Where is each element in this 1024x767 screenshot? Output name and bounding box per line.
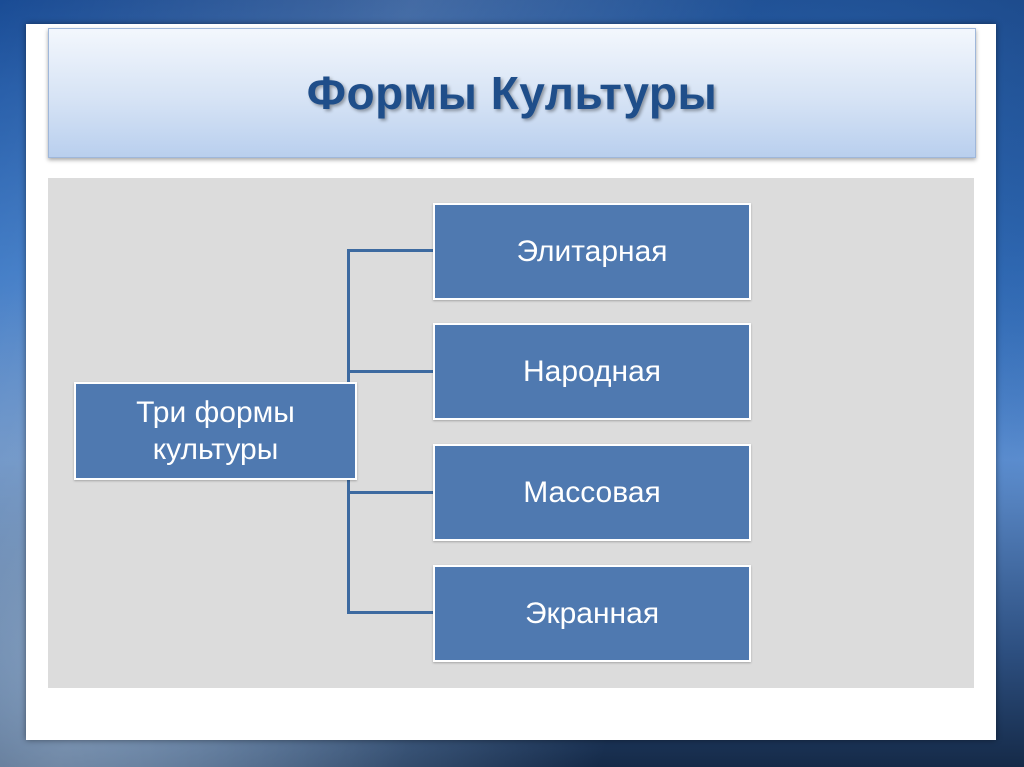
child-node-screen: Экранная bbox=[433, 565, 751, 662]
root-node: Три формы культуры bbox=[74, 382, 357, 480]
child-node-label: Экранная bbox=[524, 596, 660, 630]
title-banner: Формы Культуры bbox=[48, 28, 976, 158]
child-node-elite: Элитарная bbox=[433, 203, 751, 300]
child-node-label: Массовая bbox=[523, 475, 661, 509]
connector-branch-1 bbox=[347, 249, 435, 252]
connector-branch-3 bbox=[347, 491, 435, 494]
child-node-label: Элитарная bbox=[516, 234, 668, 268]
connector-branch-4 bbox=[347, 611, 435, 614]
child-node-label: Народная bbox=[522, 354, 662, 388]
child-node-folk: Народная bbox=[433, 323, 751, 420]
connector-branch-2 bbox=[347, 370, 435, 373]
root-node-label: Три формы культуры bbox=[136, 395, 295, 467]
slide-title: Формы Культуры bbox=[306, 67, 718, 119]
child-node-mass: Массовая bbox=[433, 444, 751, 541]
